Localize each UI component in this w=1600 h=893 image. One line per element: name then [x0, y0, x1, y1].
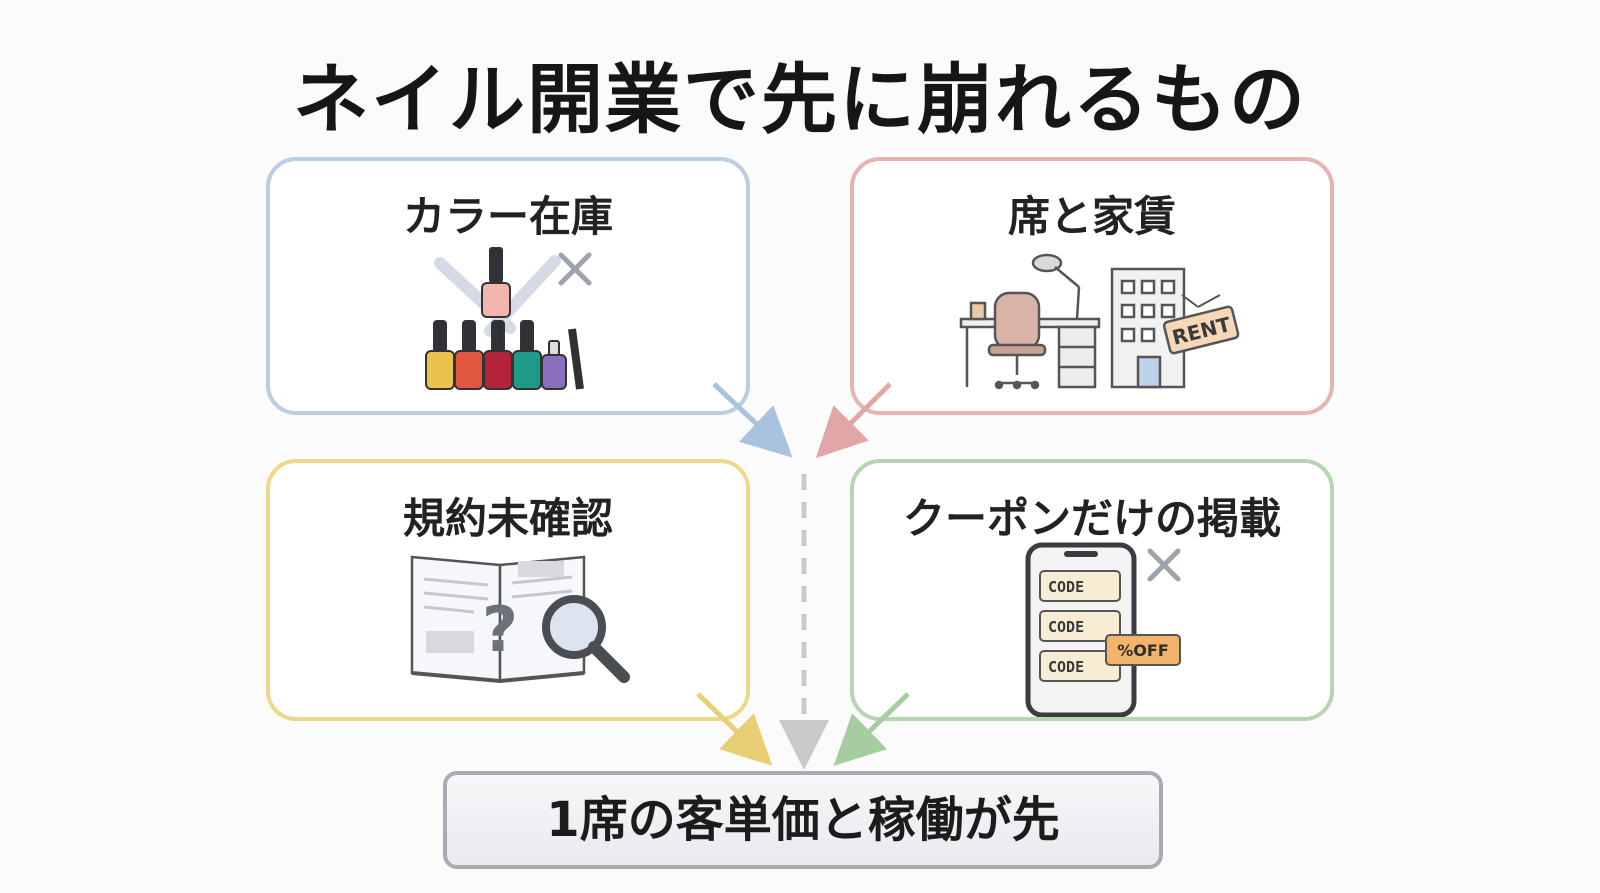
magnifier-icon — [542, 595, 630, 683]
coupon-code-2: CODE — [1048, 618, 1084, 636]
card-title-coupon-only: クーポンだけの掲載 — [902, 494, 1281, 543]
page-title: ネイル開業で先に崩れるもの — [293, 55, 1307, 144]
coupon-code-1: CODE — [1048, 578, 1084, 596]
card-color-stock: カラー在庫 — [266, 157, 750, 415]
arrow-from-unchecked-terms — [696, 692, 773, 766]
cross-mark-icon — [1147, 548, 1181, 582]
card-seat-rent: 席と家賃 — [850, 157, 1334, 415]
question-glyph: ? — [482, 593, 518, 666]
result-box: 1席の客単価と稼働が先 — [443, 771, 1163, 869]
arrow-from-color-stock — [712, 382, 793, 458]
card-coupon-only: クーポンだけの掲載 CODE CODE CODE %OFF — [850, 459, 1334, 721]
smartphone-icon: CODE CODE CODE %OFF — [1025, 542, 1181, 717]
arrow-from-seat-rent — [815, 382, 892, 459]
card-title-color-stock: カラー在庫 — [402, 192, 613, 241]
card-title-unchecked-terms: 規約未確認 — [402, 494, 613, 543]
desk-chair-icon — [959, 253, 1101, 390]
card-unchecked-terms: 規約未確認 ? — [266, 459, 750, 721]
nail-polish-icon — [425, 247, 584, 390]
cross-mark-icon — [558, 252, 592, 286]
coupon-code-3: CODE — [1048, 658, 1084, 676]
building-icon: RENT — [1110, 267, 1240, 389]
card-title-seat-rent: 席と家賃 — [1007, 192, 1176, 241]
arrow-from-coupon-only — [833, 692, 910, 766]
discount-tag: %OFF — [1117, 641, 1169, 660]
